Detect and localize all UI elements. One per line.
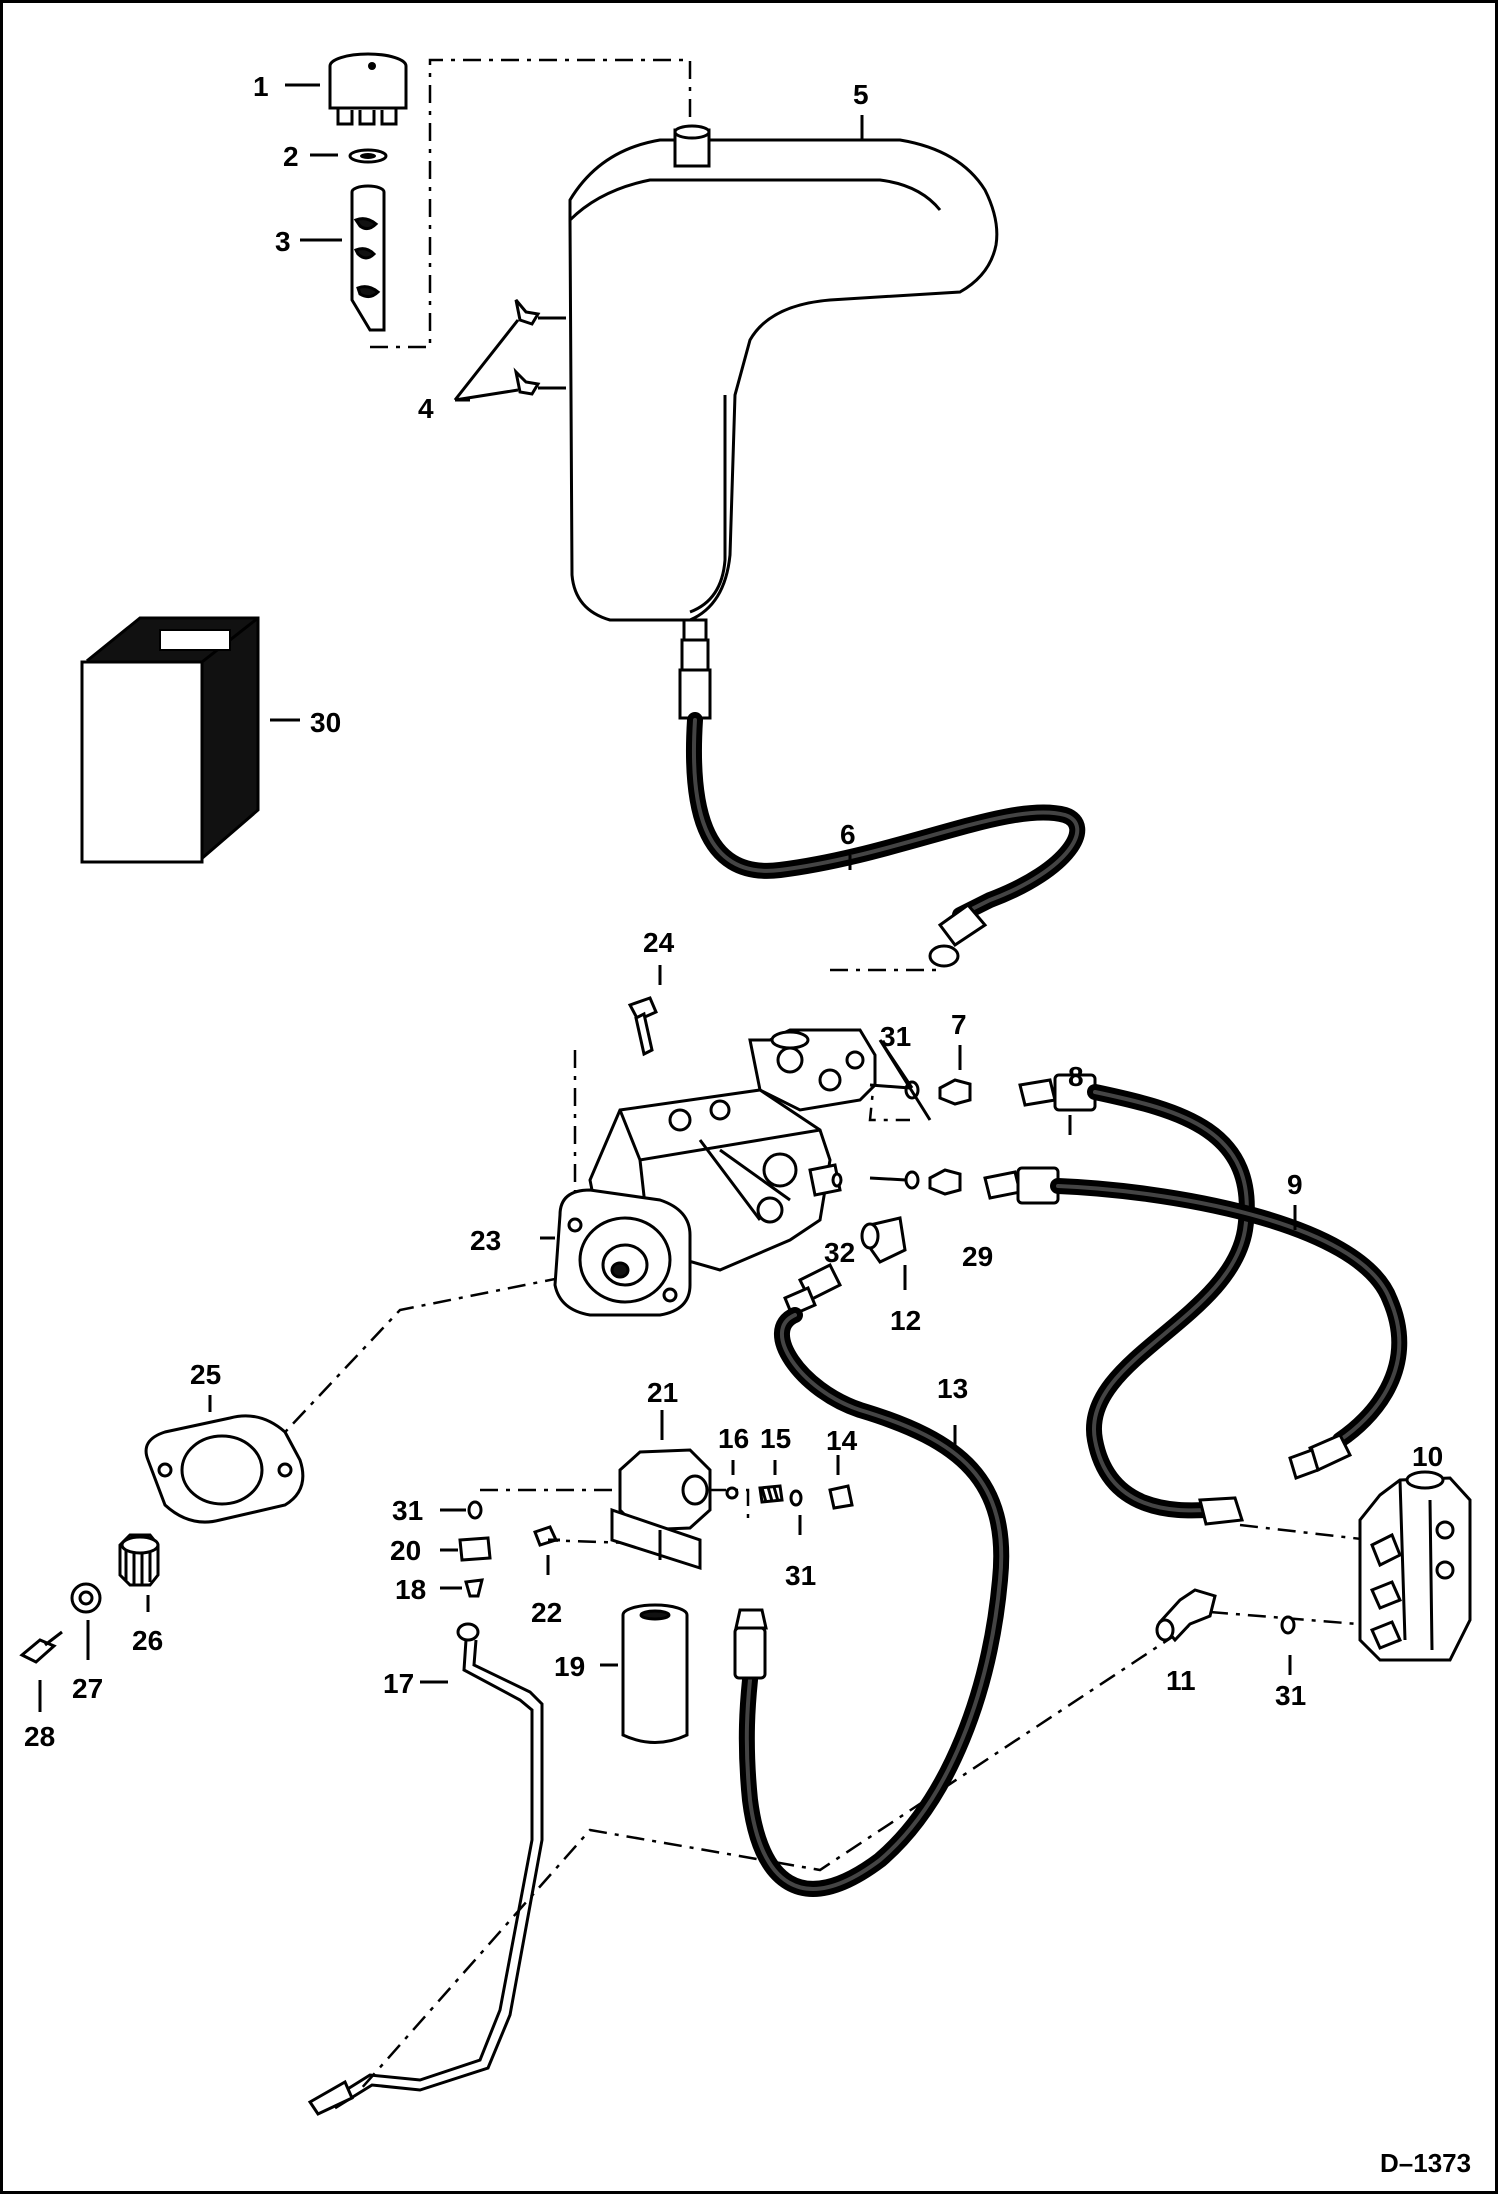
washer	[348, 148, 388, 164]
hydraulic-pump	[553, 1028, 877, 1317]
battery-box	[80, 616, 300, 864]
callout-3: 3	[275, 226, 291, 257]
callout-2: 2	[283, 141, 299, 172]
callout-16: 16	[718, 1423, 749, 1454]
tube-line	[307, 1622, 544, 2116]
fitting-stack	[440, 1500, 492, 1598]
callout-15: 15	[760, 1423, 791, 1454]
callout-31-filter-right: 31	[785, 1560, 816, 1591]
callout-17: 17	[383, 1668, 414, 1699]
washer-27	[70, 1582, 102, 1660]
callout-20: 20	[390, 1535, 421, 1566]
callout-8: 8	[1068, 1061, 1084, 1092]
relief-valve-parts	[725, 1455, 854, 1535]
callout-25: 25	[190, 1359, 221, 1390]
callout-31-pump: 31	[880, 1021, 911, 1052]
callout-31-valve: 31	[1275, 1680, 1306, 1711]
callout-7: 7	[951, 1009, 967, 1040]
callout-19: 19	[554, 1651, 585, 1682]
pump-elbow-fitting	[831, 1172, 907, 1290]
strainer	[350, 184, 386, 332]
callout-12: 12	[890, 1305, 921, 1336]
filter-head	[610, 1410, 712, 1571]
control-valve	[1358, 1470, 1472, 1662]
hydraulic-reservoir	[568, 124, 999, 642]
callout-4: 4	[418, 393, 434, 424]
callout-31-filter-left: 31	[392, 1495, 423, 1526]
callout-29: 29	[962, 1241, 993, 1272]
callout-22: 22	[531, 1597, 562, 1628]
callout-28: 28	[24, 1721, 55, 1752]
tank-mount-clips	[513, 299, 566, 396]
callout-6: 6	[840, 819, 856, 850]
callout-18: 18	[395, 1574, 426, 1605]
callout-26: 26	[132, 1625, 163, 1656]
bolt-24	[627, 965, 662, 1057]
callout-labels: 1 2 3 4 5 6 7 8 9 10 11 12 13 14 15 16 1…	[24, 71, 1443, 1752]
filler-cap	[328, 52, 408, 126]
callout-9: 9	[1287, 1169, 1303, 1200]
bolt-28	[19, 1630, 63, 1712]
callout-30: 30	[310, 707, 341, 738]
o-rings-and-fittings	[869, 1039, 972, 1196]
filter-element	[600, 1603, 689, 1744]
pressure-hoses	[983, 1073, 1408, 1526]
screw-22	[533, 1525, 560, 1575]
callout-5: 5	[853, 79, 869, 110]
leader-lines	[285, 83, 864, 1240]
drive-gear	[118, 1533, 160, 1612]
callout-1: 1	[253, 71, 269, 102]
elbow-fitting	[1155, 1588, 1296, 1675]
return-hose	[733, 1262, 1010, 1897]
callout-13: 13	[937, 1373, 968, 1404]
callout-32: 32	[824, 1237, 855, 1268]
callout-23: 23	[470, 1225, 501, 1256]
callout-21: 21	[647, 1377, 678, 1408]
callout-27: 27	[72, 1673, 103, 1704]
gasket	[144, 1395, 305, 1524]
suction-hose	[678, 638, 1086, 968]
drawing-number: D–1373	[1380, 2148, 1471, 2178]
callout-24: 24	[643, 927, 675, 958]
callout-14: 14	[826, 1425, 858, 1456]
callout-10: 10	[1412, 1441, 1443, 1472]
callout-11: 11	[1166, 1665, 1196, 1696]
